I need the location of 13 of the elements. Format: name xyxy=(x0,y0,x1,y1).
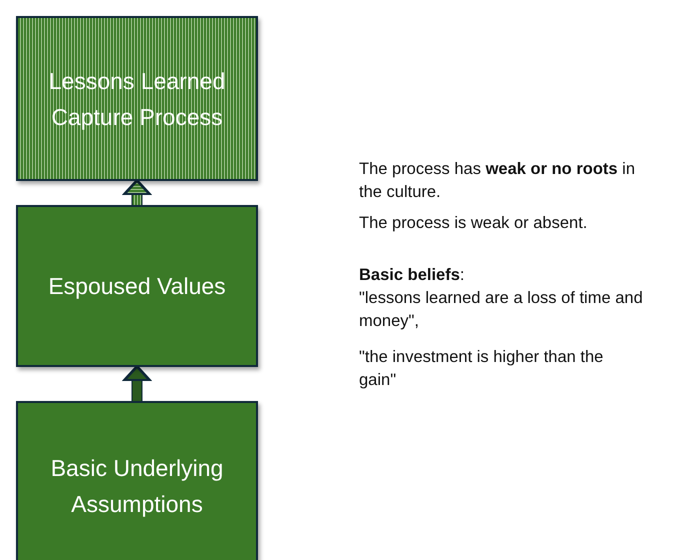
box-label: Basic Underlying Assumptions xyxy=(50,454,224,519)
block-arrow xyxy=(124,366,150,401)
note-text: Basic beliefs: xyxy=(359,265,466,286)
note-text: The process has weak or no roots in the culture. xyxy=(359,159,636,203)
culture-level-box xyxy=(16,16,258,181)
note-text: "the investment is higher than the gain" xyxy=(359,347,604,391)
note-text: "lessons learned are a loss of time and money", xyxy=(359,288,644,332)
note-text: The process is weak or absent. xyxy=(359,213,588,234)
block-arrow xyxy=(124,180,150,205)
culture-level-box xyxy=(16,401,258,560)
culture-level-box xyxy=(16,205,258,367)
box-label: Espoused Values xyxy=(47,272,227,301)
box-label: Lessons Learned Capture Process xyxy=(48,66,226,132)
